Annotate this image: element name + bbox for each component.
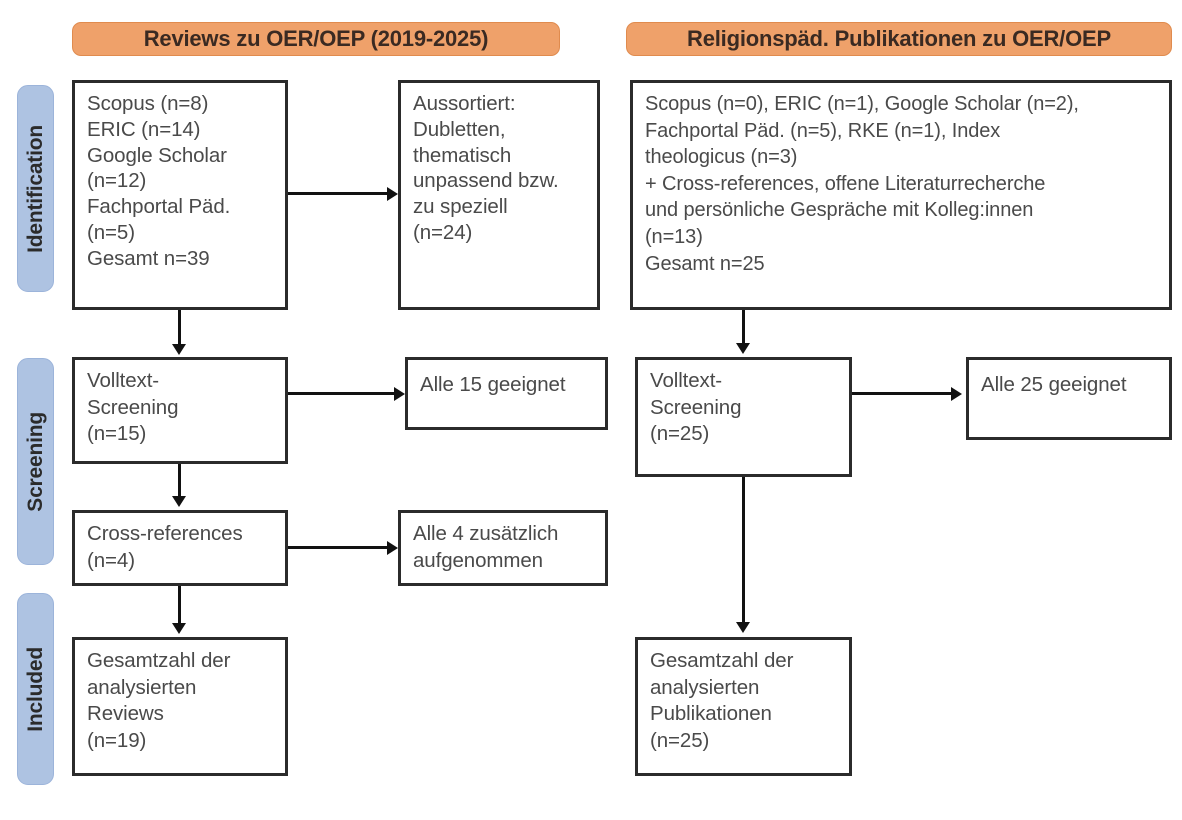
node-left-sources: Scopus (n=8) ERIC (n=14) Google Scholar …	[72, 80, 288, 310]
arrowhead-left-fulltext-to-crossrefs	[172, 496, 186, 507]
arrowhead-left-sources-to-fulltext	[172, 344, 186, 355]
connector-right-sources-to-fulltext	[742, 310, 745, 344]
arrowhead-right-sources-to-fulltext	[736, 343, 750, 354]
connector-left-fulltext-to-crossrefs	[178, 464, 181, 498]
node-left-excluded: Aussortiert: Dubletten, thematisch unpas…	[398, 80, 600, 310]
column-header-right: Religionspäd. Publikationen zu OER/OEP	[626, 22, 1172, 56]
node-left-cross-references: Cross-references (n=4)	[72, 510, 288, 586]
column-header-left: Reviews zu OER/OEP (2019-2025)	[72, 22, 560, 56]
arrowhead-left-fulltext-to-result	[394, 387, 405, 401]
connector-left-fulltext-to-result	[288, 392, 395, 395]
stage-bar-screening: Screening	[17, 358, 54, 565]
stage-label-included: Included	[23, 646, 47, 732]
connector-right-fulltext-to-result	[852, 392, 952, 395]
stage-label-identification: Identification	[23, 124, 47, 253]
node-left-included-total: Gesamtzahl der analysierten Reviews (n=1…	[72, 637, 288, 776]
column-header-left-label: Reviews zu OER/OEP (2019-2025)	[143, 26, 489, 51]
connector-left-crossrefs-to-included	[178, 586, 181, 625]
node-right-included-total: Gesamtzahl der analysierten Publikatione…	[635, 637, 852, 776]
arrowhead-right-fulltext-to-included	[736, 622, 750, 633]
connector-left-sources-to-fulltext	[178, 310, 181, 346]
arrowhead-left-crossrefs-to-result	[387, 541, 398, 555]
arrowhead-left-crossrefs-to-included	[172, 623, 186, 634]
column-header-right-label: Religionspäd. Publikationen zu OER/OEP	[687, 26, 1111, 51]
connector-right-fulltext-to-included	[742, 477, 745, 624]
stage-bar-identification: Identification	[17, 85, 54, 292]
stage-label-screening: Screening	[23, 411, 47, 512]
node-left-fulltext-screening: Volltext- Screening (n=15)	[72, 357, 288, 464]
node-left-fulltext-result: Alle 15 geeignet	[405, 357, 608, 430]
arrowhead-right-fulltext-to-result	[951, 387, 962, 401]
node-right-fulltext-result: Alle 25 geeignet	[966, 357, 1172, 440]
connector-left-sources-to-excluded	[288, 192, 388, 195]
node-right-sources: Scopus (n=0), ERIC (n=1), Google Scholar…	[630, 80, 1172, 310]
node-right-fulltext-screening: Volltext- Screening (n=25)	[635, 357, 852, 477]
connector-left-crossrefs-to-result	[288, 546, 388, 549]
node-left-cross-references-result: Alle 4 zusätzlich aufgenommen	[398, 510, 608, 586]
arrowhead-left-sources-to-excluded	[387, 187, 398, 201]
stage-bar-included: Included	[17, 593, 54, 785]
